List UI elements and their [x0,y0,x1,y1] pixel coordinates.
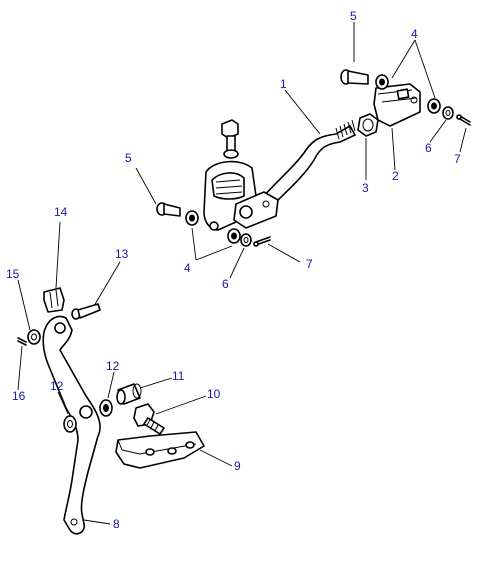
callout-1: 1 [280,77,287,91]
clevis-pin-top [340,69,369,85]
callout-15: 15 [6,267,20,281]
callout-13: 13 [115,247,129,261]
washer-mid-left [185,210,199,226]
callout-11: 11 [172,369,185,383]
bolt-lower [133,403,165,435]
callout-2: 2 [392,169,399,183]
washer-mid-right [227,228,241,244]
plain-washer-top [442,106,454,120]
bolt-small [71,303,101,320]
callout-8: 8 [113,517,120,531]
callout-4-mid: 4 [184,261,191,275]
callout-10: 10 [207,387,221,401]
callout-6-mid: 6 [222,277,229,291]
linkage-rod [261,119,356,207]
callout-labels: 5 4 1 6 7 2 3 5 4 6 7 14 13 15 16 12 12 … [6,9,461,531]
callout-7-mid: 7 [306,257,313,271]
callout-3: 3 [362,181,369,195]
washer-lever-right [99,399,113,417]
callout-14: 14 [54,205,68,219]
washer-left [27,329,41,345]
callout-12-left: 12 [50,379,64,393]
washer-lever-left [63,415,77,433]
callout-5-top: 5 [350,9,357,23]
retaining-clip [43,287,65,313]
mounting-bracket [115,431,205,469]
split-pin-left [17,337,27,346]
washer-top-left [375,74,389,90]
clevis-fork [373,83,421,127]
callout-9: 9 [234,459,241,473]
callout-12-right: 12 [106,359,120,373]
bush-spacer [116,383,142,405]
split-pin-mid [253,236,271,247]
callout-7-top: 7 [454,152,461,166]
callout-4-top: 4 [411,27,418,41]
lock-nut [357,113,379,137]
bolt-vertical [221,119,239,159]
callout-6-top: 6 [425,141,432,155]
washer-top-right [427,98,441,114]
callout-5-mid: 5 [125,151,132,165]
split-pin-top [456,114,471,126]
leader-lines [17,22,467,525]
clevis-end-fitting [233,191,279,229]
callout-16: 16 [12,389,26,403]
bolt-mid [156,202,181,217]
plain-washer-mid [240,233,252,247]
